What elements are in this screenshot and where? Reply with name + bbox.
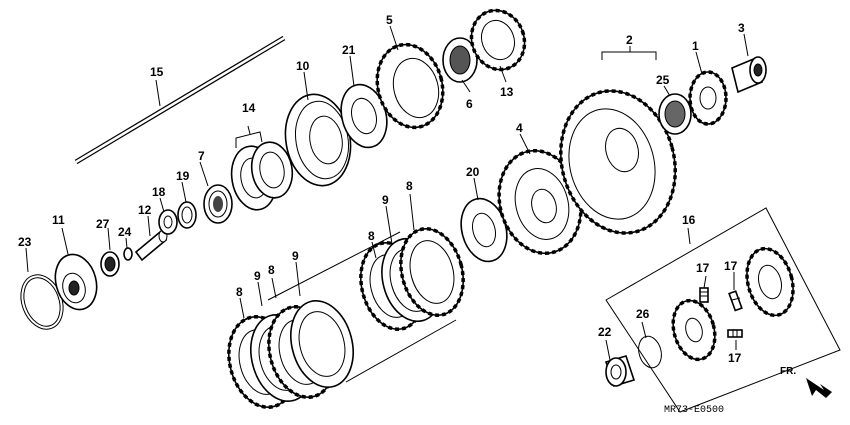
callout-27: 27 — [96, 217, 110, 231]
callout-1: 1 — [692, 39, 699, 53]
callout-22: 22 — [598, 325, 612, 339]
callout-14: 14 — [242, 101, 256, 115]
part-16-group-box — [605, 207, 841, 413]
part-1-oil-pump-sprocket — [688, 70, 728, 126]
callout-15: 15 — [150, 65, 164, 79]
callout-7: 7 — [198, 149, 205, 163]
part-11-lifter-plate — [54, 253, 98, 311]
callout-8-d: 8 — [406, 179, 413, 193]
callout-labels: 15 10 21 5 6 13 2 1 3 25 4 14 7 19 18 12… — [18, 13, 745, 416]
part-16-primary-drive-gear — [671, 246, 795, 362]
part-2-clutch-outer — [559, 89, 677, 235]
callout-8-c: 8 — [368, 229, 375, 243]
part-21-thrust-washer — [340, 83, 388, 149]
callout-17-c: 17 — [728, 351, 742, 365]
callout-2: 2 — [626, 33, 633, 47]
callout-18: 18 — [152, 185, 166, 199]
callout-9-b: 9 — [292, 249, 299, 263]
callout-25: 25 — [656, 73, 670, 87]
clutch-plate-stack-upper — [359, 227, 465, 331]
callout-12: 12 — [138, 203, 152, 217]
leader-lines — [25, 25, 749, 361]
callout-9-c: 9 — [382, 193, 389, 207]
front-direction-arrow: FR. — [780, 366, 832, 398]
part-25-needle-bearing — [658, 93, 692, 135]
part-15-pushrod — [74, 35, 286, 165]
direction-label: FR. — [780, 366, 796, 377]
part-13-one-way-clutch — [469, 8, 527, 72]
callout-17-a: 17 — [696, 261, 710, 275]
part-7-bearing — [203, 184, 233, 224]
callout-17-b: 17 — [724, 259, 738, 273]
callout-26: 26 — [636, 307, 650, 321]
part-4-clutch-hub — [497, 148, 583, 256]
part-6-needle-bearing — [442, 37, 478, 83]
part-26-circlip — [638, 335, 662, 369]
part-14-judder-spring — [230, 141, 294, 211]
part-19-washer — [177, 201, 197, 229]
clutch-plate-stack-lower — [227, 299, 354, 409]
callout-13: 13 — [500, 85, 514, 99]
callout-24: 24 — [118, 225, 132, 239]
part-22-lock-nut — [604, 355, 636, 387]
callout-21: 21 — [342, 43, 356, 57]
callout-8-b: 8 — [268, 263, 275, 277]
part-23-snap-ring — [20, 274, 64, 330]
part-18-lock-nut — [158, 209, 178, 235]
callout-19: 19 — [176, 169, 190, 183]
callout-10: 10 — [296, 59, 310, 73]
stack-envelope-lines — [267, 231, 457, 383]
callout-5: 5 — [386, 13, 393, 27]
callout-11: 11 — [52, 213, 65, 227]
callout-8-a: 8 — [236, 285, 243, 299]
diagram-code: MR73-E0500 — [664, 405, 724, 416]
part-5-clutch-center — [375, 42, 445, 130]
callout-6: 6 — [466, 97, 473, 111]
part-10-pressure-plate — [284, 93, 352, 187]
part-3-collar — [731, 56, 767, 94]
callout-16: 16 — [682, 213, 696, 227]
part-24-washer — [123, 247, 133, 261]
part-20-thrust-washer — [460, 197, 508, 263]
callout-23: 23 — [18, 235, 32, 249]
part-27-bearing — [100, 251, 120, 277]
callout-20: 20 — [466, 165, 480, 179]
callout-3: 3 — [738, 21, 745, 35]
callout-4: 4 — [516, 121, 523, 135]
callout-9-a: 9 — [254, 269, 261, 283]
part-12-lifter-piece — [134, 229, 168, 262]
